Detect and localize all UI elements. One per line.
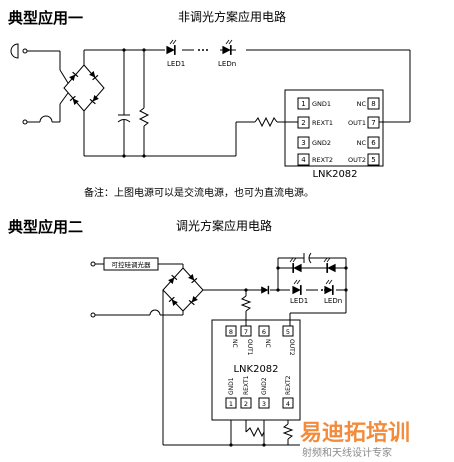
s2-pin-name: NC <box>264 339 271 348</box>
section1-junction <box>142 48 146 52</box>
s1-pin-name: GND1 <box>312 100 331 108</box>
section1-chip-name: LNK2082 <box>312 169 357 180</box>
s1-pin-num: 6 <box>371 139 376 147</box>
s1-pin-num: 2 <box>301 119 305 127</box>
s2-pin-name: REXT1 <box>243 375 250 395</box>
led-last-icon <box>221 39 233 56</box>
section2-led-last-label: LEDn <box>324 297 342 305</box>
series-diode-icon <box>260 285 270 295</box>
section1-note: 备注：上图电源可以是交流电源，也可为直流电源。 <box>84 186 314 199</box>
s1-pin-name: GND2 <box>312 139 331 147</box>
led-first-icon <box>165 39 177 56</box>
s2-pin-num: 3 <box>262 400 266 408</box>
dimmer-label: 可控硅调光器 <box>112 260 152 269</box>
led-icon <box>323 279 334 296</box>
s2-pin-num: 4 <box>286 400 290 408</box>
s2-pin-num: 7 <box>244 328 248 336</box>
section2-heading: 典型应用二 <box>8 218 83 236</box>
s1-pin-num: 4 <box>301 156 306 164</box>
s1-pin-num: 5 <box>371 156 375 164</box>
section1-subtitle: 非调光方案应用电路 <box>178 9 286 24</box>
s1-pin-num: 7 <box>371 119 375 127</box>
s2-pin-num: 6 <box>262 328 266 336</box>
led-icon <box>291 279 302 296</box>
s2-pin-name: NC <box>231 339 238 348</box>
s1-pin-name: OUT1 <box>348 119 366 127</box>
section1-led-last-label: LEDn <box>218 60 236 68</box>
section2-led-first-label: LED1 <box>290 297 308 305</box>
led-dots <box>198 49 208 51</box>
section2-chip-name: LNK2082 <box>233 364 278 375</box>
s1-pin-num: 1 <box>301 100 305 108</box>
section1-wires <box>10 43 411 167</box>
led-icon <box>289 257 303 274</box>
section1-junction <box>142 154 146 158</box>
s2-pin-name: OUT1 <box>246 339 253 356</box>
led-icon <box>323 257 337 274</box>
section2-junctions <box>229 266 348 447</box>
s2-pin-num: 1 <box>229 400 233 408</box>
s1-pin-num: 8 <box>371 100 375 108</box>
s2-pin-num: 2 <box>244 400 248 408</box>
section1-junction <box>122 48 126 52</box>
section1-junction <box>122 154 126 158</box>
s1-pin-name: REXT1 <box>312 119 333 127</box>
s2-pin-name: OUT2 <box>288 339 295 356</box>
section1-led-first-label: LED1 <box>167 60 185 68</box>
watermark-tagline: 射频和天线设计专家 <box>302 446 392 459</box>
s2-pin-num: 8 <box>229 328 233 336</box>
s1-pin-name: REXT2 <box>312 156 333 164</box>
s2-pin-name: GND2 <box>261 377 268 395</box>
s1-pin-name: NC <box>357 139 367 147</box>
watermark-brand: 易迪拓培训 <box>300 420 410 446</box>
s2-pin-num: 5 <box>286 328 290 336</box>
section1-heading: 典型应用一 <box>8 9 83 27</box>
s2-pin-name: REXT2 <box>285 375 292 395</box>
s2-pin-name: GND1 <box>228 377 235 395</box>
section2-wires <box>90 252 347 446</box>
s1-pin-name: OUT2 <box>348 156 366 164</box>
s1-pin-num: 3 <box>301 139 305 147</box>
s1-pin-name: NC <box>357 100 367 108</box>
section2-subtitle: 调光方案应用电路 <box>176 218 272 233</box>
